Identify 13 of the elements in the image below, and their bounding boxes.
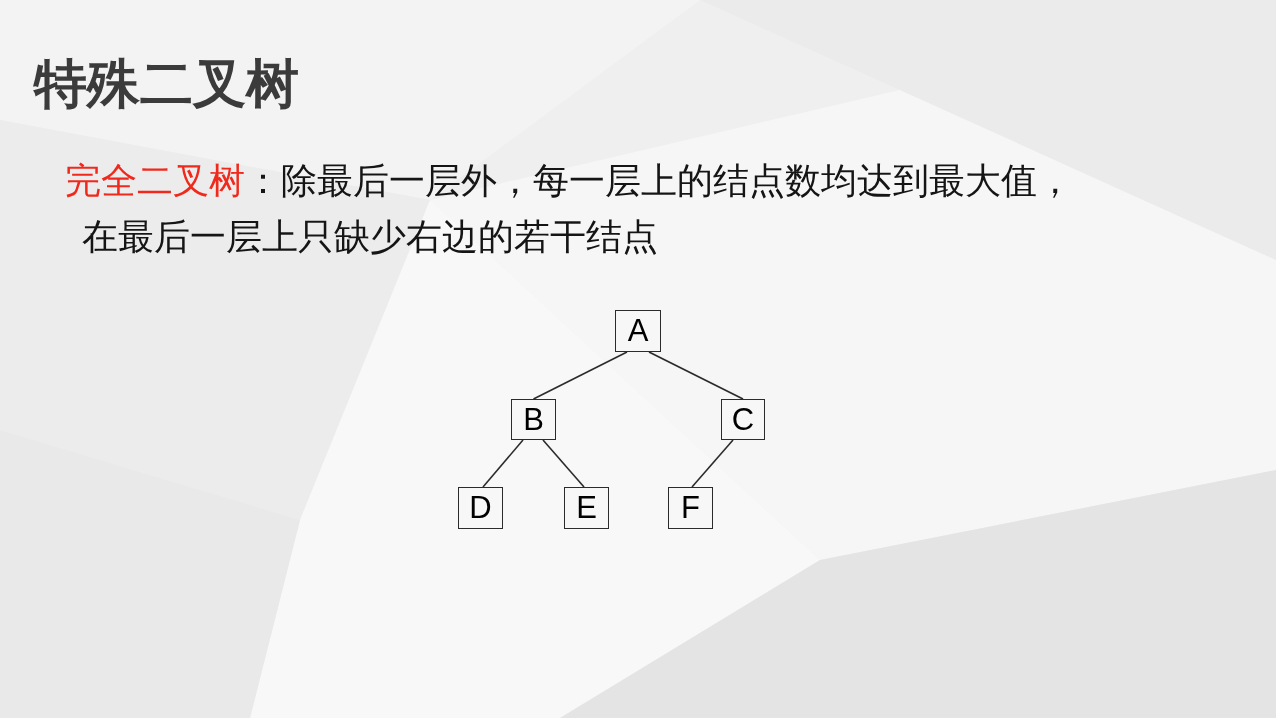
branch-line [691, 439, 734, 488]
branch-line [542, 439, 585, 488]
slide-title: 特殊二叉树 [34, 51, 299, 116]
node-box: A [615, 310, 661, 352]
branch-line [532, 351, 628, 400]
node-box: B [511, 399, 556, 440]
definition-text: 完全二叉树：除最后一层外，每一层上的结点数均达到最大值，在最后一层上只缺少右边的若干结点 [65, 159, 1074, 259]
node-box: D [458, 487, 503, 529]
node-box: F [668, 487, 713, 529]
branch-line [648, 351, 744, 400]
branch-line [482, 439, 524, 488]
node-box: C [721, 399, 765, 440]
node-box: E [564, 487, 609, 529]
